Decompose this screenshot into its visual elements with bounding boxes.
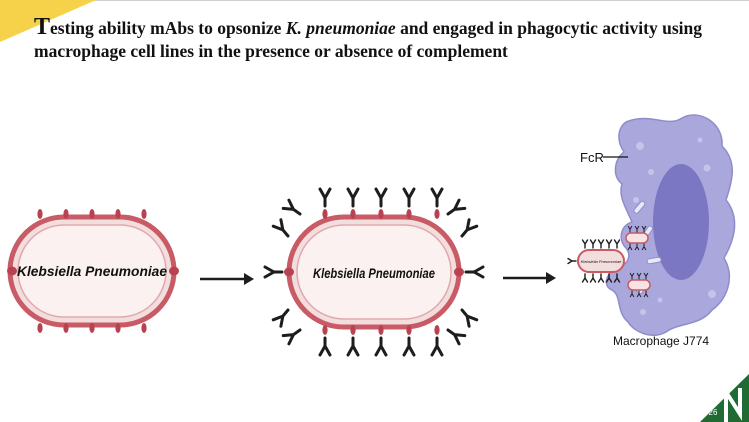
corner-accent xyxy=(0,0,96,42)
university-logo xyxy=(700,374,749,422)
title-italic: K. pneumoniae xyxy=(285,18,396,38)
bacterium-small: Klebsiella Pneumoniae xyxy=(567,239,625,283)
arrow-1 xyxy=(200,273,254,285)
bacterium-opsonized: Klebsiella Pneumoniae xyxy=(263,187,485,357)
opsonized-label: Klebsiella Pneumoniae xyxy=(313,265,435,281)
bacterium-plain: Klebsiella Pneumoniae xyxy=(7,209,179,333)
arrow-2 xyxy=(503,272,556,284)
fcr-callout: FcR xyxy=(580,150,628,165)
page-number: 26 xyxy=(708,408,718,417)
macrophage xyxy=(605,114,736,336)
title-part2: and engaged in phagocytic activity using… xyxy=(34,18,702,61)
fcr-label: FcR xyxy=(580,150,604,165)
macrophage-label: Macrophage J774 xyxy=(613,334,709,348)
slide-title: Testing ability mAbs to opsonize K. pneu… xyxy=(34,14,734,63)
small-bacterium-label: Klebsiella Pneumoniae xyxy=(581,259,622,264)
title-cap: T xyxy=(34,14,51,40)
engulfed-bacterium-2 xyxy=(627,272,651,298)
engulfed-bacterium-1 xyxy=(625,225,649,251)
top-rule xyxy=(0,0,749,1)
title-part1: esting ability mAbs to opsonize xyxy=(50,18,286,38)
bacterium-label: Klebsiella Pneumoniae xyxy=(17,263,167,279)
